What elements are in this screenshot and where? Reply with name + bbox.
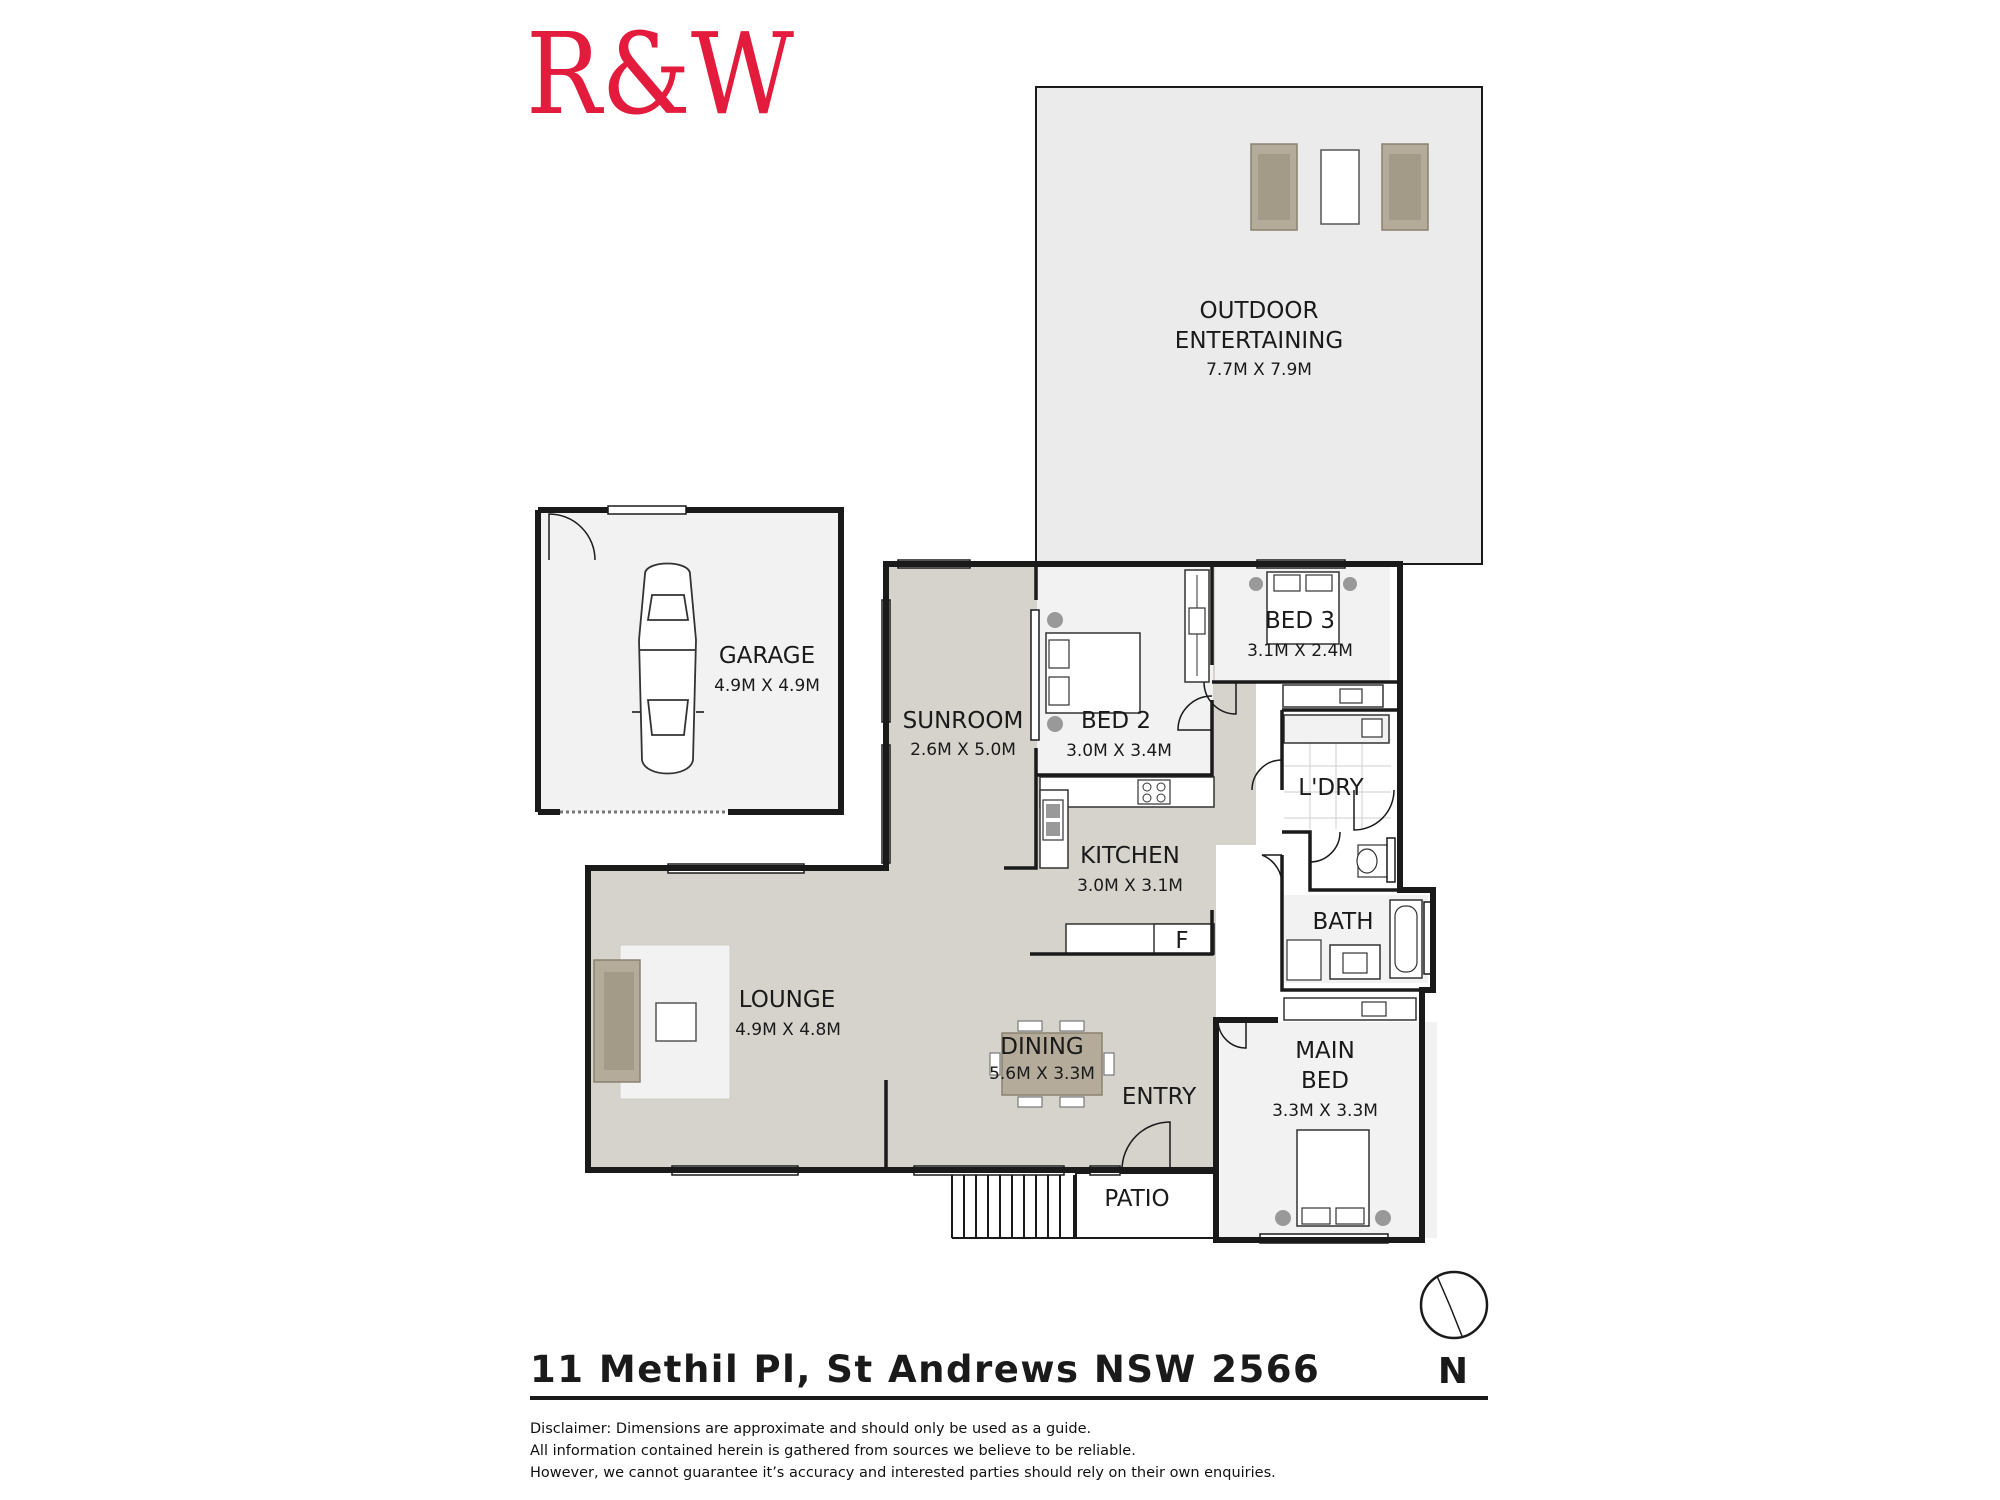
outdoor-armchair-left: [1250, 143, 1298, 231]
outdoor-name-line1: OUTDOOR: [1200, 298, 1319, 324]
laundry: [1283, 714, 1391, 878]
disclaimer-line: Disclaimer: Dimensions are approximate a…: [530, 1421, 1092, 1437]
lounge-furniture: [593, 944, 731, 1100]
dining-name: DINING: [1000, 1034, 1084, 1060]
kitchen-name: KITCHEN: [1080, 843, 1180, 869]
bath-name: BATH: [1312, 909, 1373, 935]
north-compass: N: [1419, 1270, 1489, 1392]
shower-icon: [1286, 939, 1322, 981]
sunroom-dims: 2.6M X 5.0M: [910, 740, 1016, 760]
main-bed-name-line2: BED: [1301, 1068, 1349, 1094]
dining-chair: [1103, 1052, 1115, 1076]
brand-logo: R&W: [526, 10, 794, 140]
bathroom: [1284, 895, 1428, 983]
bed-2-window: [1030, 609, 1040, 741]
entry-name: ENTRY: [1122, 1084, 1197, 1110]
kitchen-fittings: [1039, 776, 1215, 955]
dining-chair: [1059, 1096, 1085, 1108]
fridge-label: F: [1175, 928, 1188, 954]
outdoor-armchair-right: [1381, 143, 1429, 231]
toilet-icon: [1356, 844, 1389, 878]
dining-dims: 5.6M X 3.3M: [989, 1064, 1095, 1084]
walls: [585, 561, 1436, 1243]
dining-chair: [1017, 1096, 1043, 1108]
laundry-name: L'DRY: [1298, 775, 1364, 801]
outdoor-dims: 7.7M X 7.9M: [1206, 360, 1312, 380]
garage-door-swing: [548, 513, 596, 561]
bed-2-dims: 3.0M X 3.4M: [1066, 741, 1172, 761]
kitchen-dims: 3.0M X 3.1M: [1077, 876, 1183, 896]
dining-chair: [989, 1052, 1001, 1076]
bedroom-3: [1215, 567, 1390, 708]
disclaimer-line: All information contained herein is gath…: [530, 1443, 1136, 1459]
lounge-dims: 4.9M X 4.8M: [735, 1020, 841, 1040]
sofa-icon: [593, 959, 641, 1083]
kitchen-sink-icon: [1042, 799, 1064, 841]
bathtub-icon: [1389, 899, 1423, 979]
garage: [535, 505, 844, 815]
laundry-window: [1386, 837, 1396, 883]
address-divider: [530, 1396, 1488, 1400]
patio-name: PATIO: [1104, 1186, 1169, 1212]
outdoor-coffee-table: [1320, 149, 1360, 225]
bedroom-2: [1037, 567, 1213, 775]
bed-2-bed: [1045, 612, 1141, 732]
main-bedroom: [1220, 997, 1437, 1238]
cooktop-icon: [1137, 779, 1171, 805]
main-bed-dims: 3.3M X 3.3M: [1272, 1101, 1378, 1121]
dining-furniture: [989, 1020, 1115, 1108]
garage-window: [607, 505, 687, 515]
laundry-sink-icon: [1361, 718, 1383, 738]
compass-label: N: [1438, 1351, 1468, 1392]
car-icon: [632, 562, 704, 775]
bed-2-wardrobe: [1184, 569, 1210, 683]
bed-3-wardrobe: [1282, 684, 1384, 708]
disclaimer: Disclaimer: Dimensions are approximate a…: [530, 1418, 1430, 1484]
vanity-icon: [1329, 944, 1381, 980]
interior-walls: [884, 564, 1420, 1170]
bed-3-bed: [1249, 571, 1357, 645]
main-bed-name-line1: MAIN: [1295, 1038, 1355, 1064]
bed-2-name: BED 2: [1081, 708, 1151, 734]
dining-chair: [1059, 1020, 1085, 1032]
dining-table: [1001, 1032, 1103, 1096]
bed-3-dims: 3.1M X 2.4M: [1247, 641, 1353, 661]
bed-3-name: BED 3: [1265, 608, 1335, 634]
outdoor-entertaining-area: [1035, 86, 1483, 565]
patio: [1075, 1172, 1215, 1239]
compass-ring-icon: [1419, 1270, 1489, 1340]
sunroom-name: SUNROOM: [903, 708, 1024, 734]
garage-dims: 4.9M X 4.9M: [714, 676, 820, 696]
dining-chair: [1017, 1020, 1043, 1032]
disclaimer-line: However, we cannot guarantee it’s accura…: [530, 1465, 1276, 1481]
lounge-coffee-table: [655, 1002, 697, 1042]
main-bed-wardrobe: [1283, 997, 1417, 1021]
outdoor-name-line2: ENTERTAINING: [1175, 328, 1343, 354]
entry-stairs: [951, 1175, 1076, 1239]
door-swings: [1121, 681, 1395, 1171]
property-address: 11 Methil Pl, St Andrews NSW 2566: [530, 1348, 1321, 1391]
main-bed-bed: [1275, 1129, 1391, 1227]
garage-name: GARAGE: [719, 643, 815, 669]
lounge-name: LOUNGE: [739, 987, 836, 1013]
